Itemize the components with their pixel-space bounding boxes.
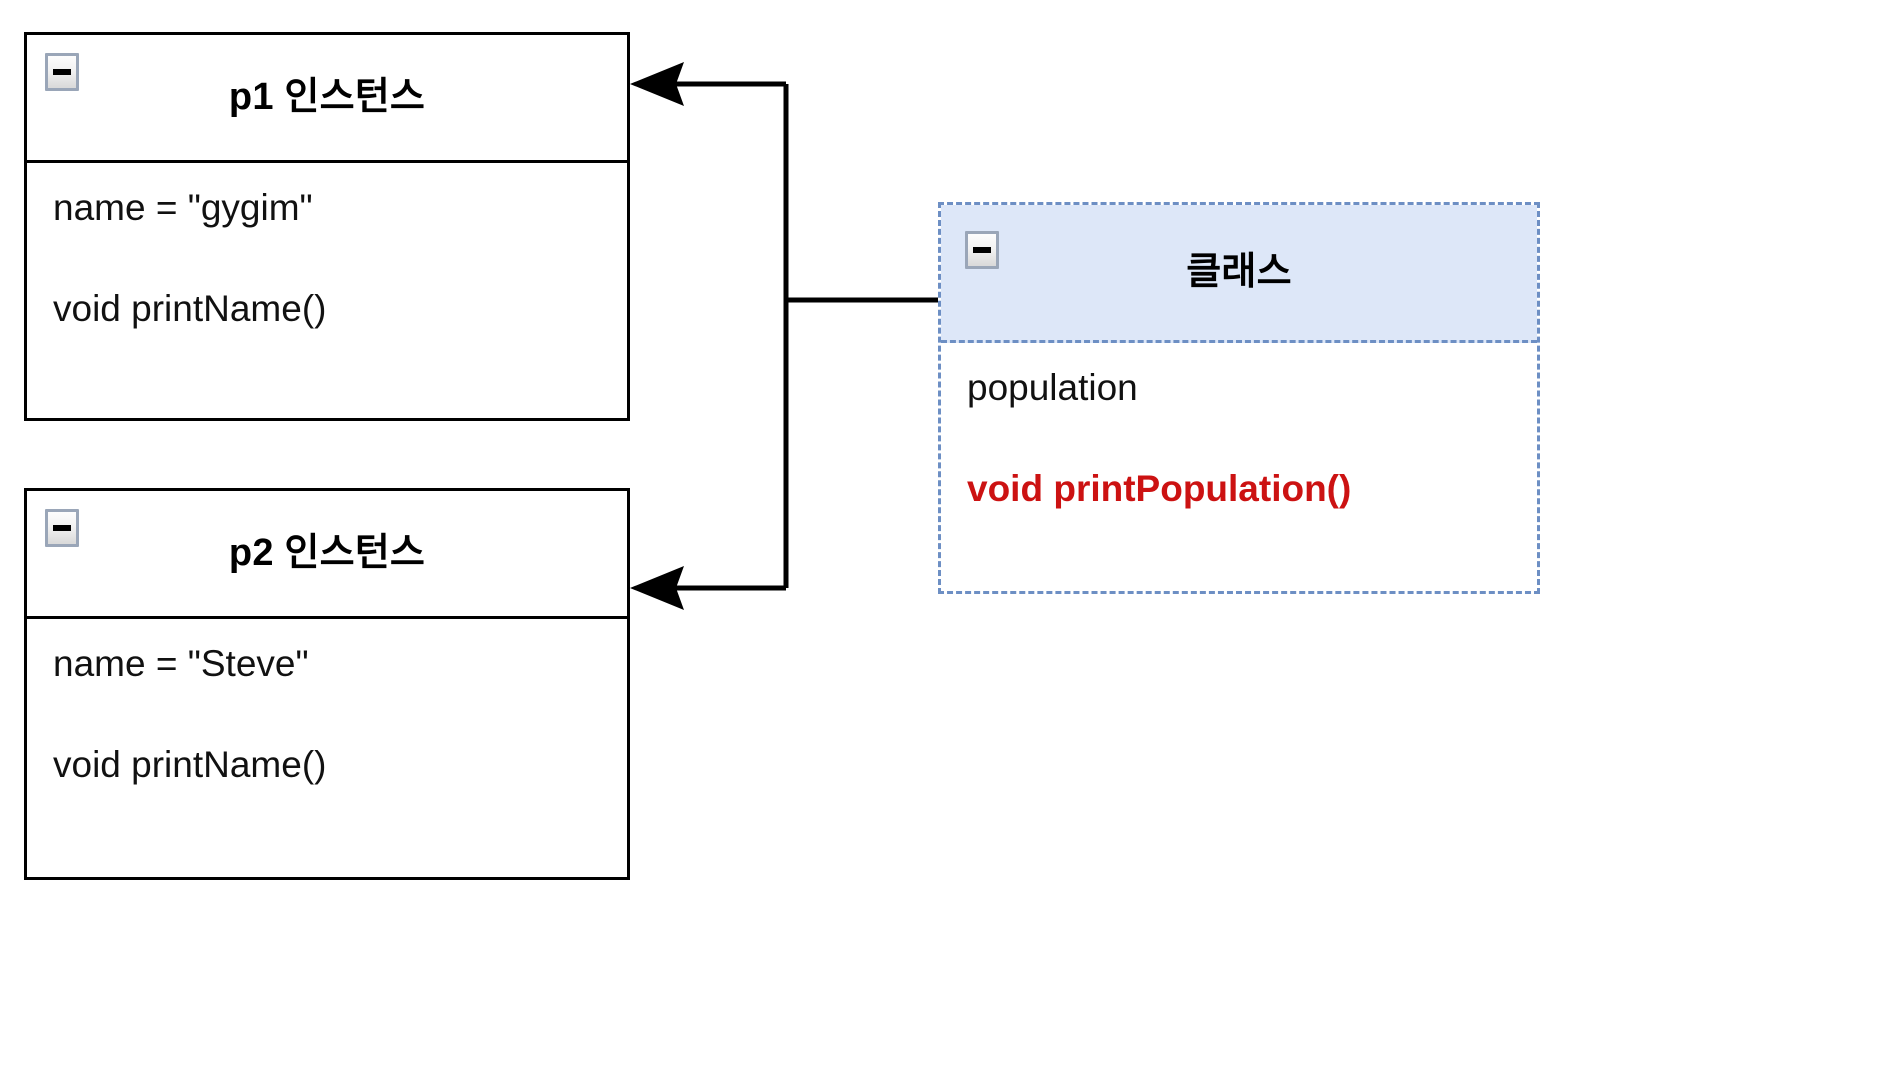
instance-p1-body: name = "gygim" void printName() [27, 163, 627, 349]
minus-icon-bar [53, 69, 71, 75]
instance-p1-method: void printName() [53, 287, 327, 329]
instance-p2-body: name = "Steve" void printName() [27, 619, 627, 805]
minus-icon[interactable] [45, 509, 79, 547]
class-box-method: void printPopulation() [967, 467, 1352, 509]
class-box-title: 클래스 [1186, 250, 1292, 293]
instance-box-p2[interactable]: p2 인스턴스 name = "Steve" void printName() [24, 488, 630, 880]
instance-p1-header: p1 인스턴스 [27, 35, 627, 163]
instance-p2-header: p2 인스턴스 [27, 491, 627, 619]
class-box[interactable]: 클래스 population void printPopulation() [938, 202, 1540, 594]
arrowhead-p2-icon [630, 566, 684, 610]
instance-p2-field: name = "Steve" [53, 643, 309, 684]
arrowhead-p1-icon [630, 62, 684, 106]
class-box-header: 클래스 [941, 205, 1537, 343]
minus-icon[interactable] [45, 53, 79, 91]
instance-box-p1[interactable]: p1 인스턴스 name = "gygim" void printName() [24, 32, 630, 421]
instance-p1-field: name = "gygim" [53, 187, 313, 228]
class-box-body: population void printPopulation() [941, 343, 1537, 529]
minus-icon-bar [53, 525, 71, 531]
instance-p2-title: p2 인스턴스 [228, 531, 426, 574]
class-box-field: population [967, 367, 1138, 408]
instance-p2-method: void printName() [53, 743, 327, 785]
minus-icon[interactable] [965, 231, 999, 269]
minus-icon-bar [973, 247, 991, 253]
instance-p1-title: p1 인스턴스 [228, 75, 426, 118]
